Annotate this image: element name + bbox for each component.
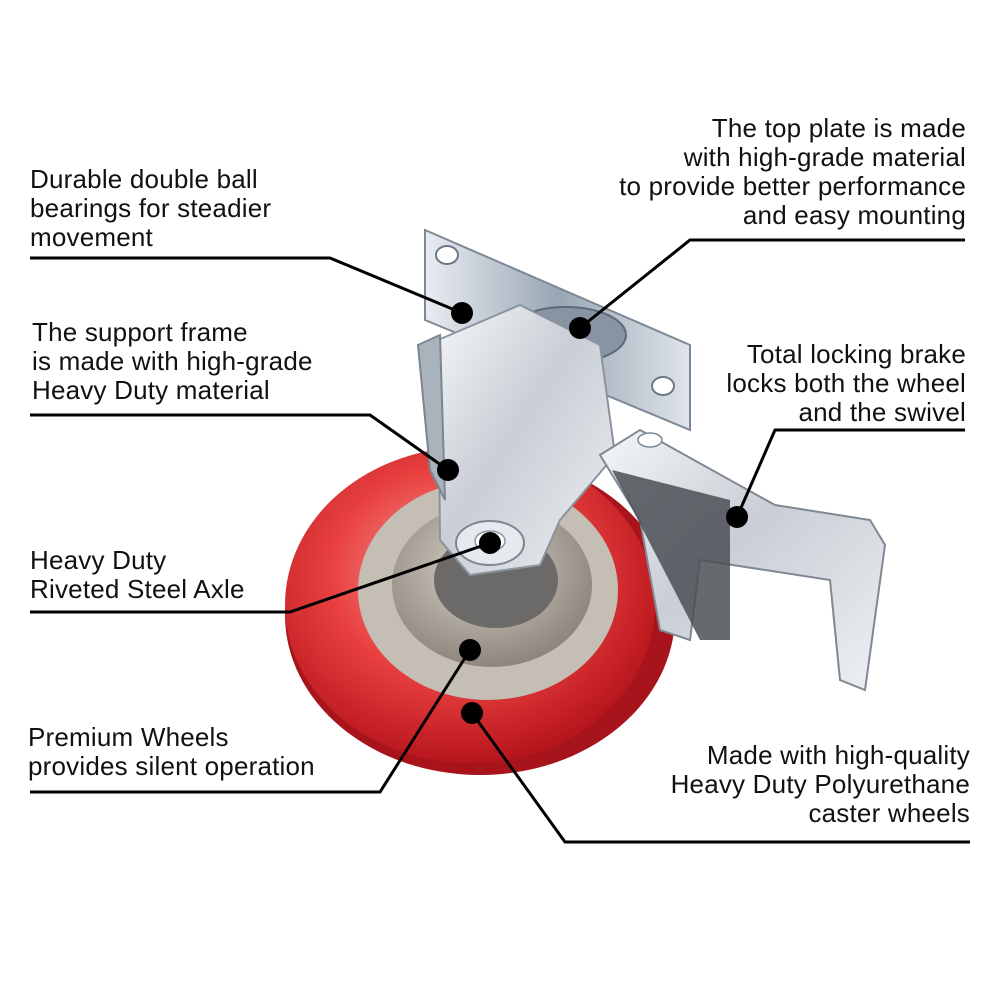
- callout-line: locks both the wheel: [726, 368, 966, 398]
- callout-line: The top plate is made: [711, 113, 966, 143]
- dot-premium-wheels: [459, 639, 481, 661]
- callout-line: movement: [30, 222, 153, 252]
- callout-line: with high-grade material: [683, 142, 966, 172]
- callout-line: Premium Wheels: [28, 722, 229, 752]
- dot-bearings: [451, 302, 473, 324]
- callout-line: Riveted Steel Axle: [30, 574, 245, 604]
- leader-line-polyurethane: [470, 712, 970, 844]
- callout-line: provides silent operation: [28, 751, 315, 781]
- callout-line: caster wheels: [808, 798, 970, 828]
- callout-axle: Heavy Duty Riveted Steel Axle: [30, 546, 245, 604]
- callout-line: Made with high-quality: [706, 740, 970, 770]
- callout-premium-wheels: Premium Wheels provides silent operation: [28, 723, 315, 781]
- callout-line: Total locking brake: [746, 339, 966, 369]
- callout-line: and the swivel: [798, 397, 966, 427]
- callout-top-plate: The top plate is made with high-grade ma…: [619, 114, 966, 230]
- leader-line-support-frame: [30, 413, 449, 472]
- leader-line-brake: [735, 428, 965, 518]
- leader-line-premium-wheels: [30, 649, 472, 794]
- leader-line-top-plate: [579, 238, 965, 330]
- leader-line-bearings: [30, 256, 463, 315]
- callout-line: Heavy Duty: [30, 545, 167, 575]
- callout-brake: Total locking brake locks both the wheel…: [726, 340, 966, 427]
- mounting-hole: [435, 245, 459, 265]
- brake-pedal: [598, 428, 887, 692]
- callout-line: and easy mounting: [742, 200, 966, 230]
- leader-line-axle: [30, 541, 491, 614]
- callout-line: to provide better performance: [619, 171, 966, 201]
- dot-brake: [726, 506, 748, 528]
- callout-line: is made with high-grade: [32, 346, 313, 376]
- callout-dots: [437, 302, 748, 724]
- callout-polyurethane: Made with high-quality Heavy Duty Polyur…: [671, 741, 970, 828]
- dot-top-plate: [569, 317, 591, 339]
- callout-line: The support frame: [32, 317, 248, 347]
- callout-support-frame: The support frame is made with high-grad…: [32, 318, 313, 405]
- dot-axle: [479, 532, 501, 554]
- dot-polyurethane: [461, 702, 483, 724]
- wheel: [285, 447, 675, 775]
- callout-line: Durable double ball: [30, 164, 258, 194]
- leader-lines: [30, 238, 970, 844]
- dot-support-frame: [437, 459, 459, 481]
- callout-line: Heavy Duty Polyurethane: [670, 769, 970, 799]
- callout-line: bearings for steadier: [30, 193, 272, 223]
- callout-bearings: Durable double ball bearings for steadie…: [30, 165, 271, 252]
- mounting-hole: [651, 376, 675, 396]
- callout-line: Heavy Duty material: [32, 375, 270, 405]
